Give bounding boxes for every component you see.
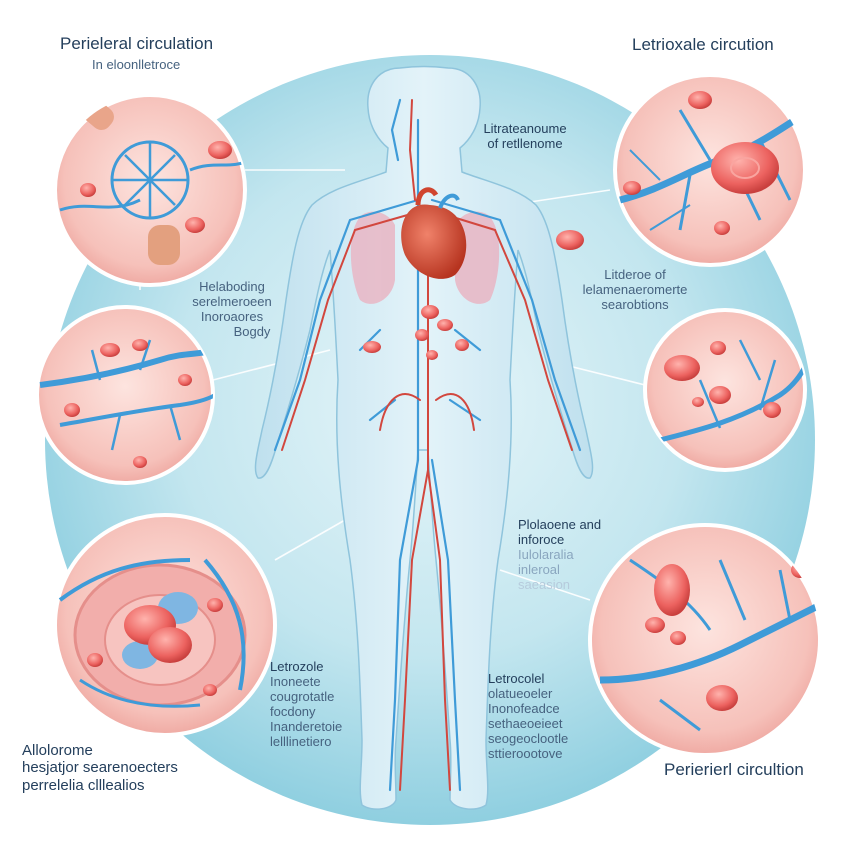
center-left-line-3: cougrotatle (270, 688, 335, 704)
detail-top-right (613, 73, 807, 267)
body-blood-cells (363, 305, 469, 360)
low-right-line-3: Iulolaralia (518, 546, 574, 562)
center-left-line-2: Inoneete (270, 673, 321, 689)
label-center-right: Letrocolel olatueoeler Inonofeadce setha… (488, 671, 569, 762)
center-right-line-1: Letrocolel (488, 671, 545, 686)
center-left-line-1: Letrozole (270, 659, 324, 674)
detail-mid-right (643, 308, 807, 472)
detail-top-left (53, 93, 247, 287)
center-left-line-4: focdony (270, 703, 316, 719)
label-top-left-title: Perieleral circulation (60, 34, 214, 53)
center-right-line-6: sttieroootove (488, 745, 563, 761)
floating-blood-cell (556, 230, 584, 250)
label-bottom-left: Allolorome hesjatjor searenoecters perre… (22, 742, 178, 794)
label-mid-right: Litderoe of lelamenaeromerte searobtions (560, 267, 710, 313)
veins (273, 98, 582, 792)
mid-right-line-2: lelamenaeromerte (582, 281, 688, 297)
bottom-left-line-1: Allolorome (22, 742, 93, 759)
center-left-line-5: Inanderetoie (270, 718, 343, 734)
heart-caption-line-1: Litrateanoume (483, 121, 567, 136)
lungs (350, 211, 500, 304)
mid-left-line-2: serelmeroeen (192, 293, 272, 309)
low-right-line-1: Plolaoene and (518, 517, 602, 532)
label-heart-caption: Litrateanoume of retllenome (460, 121, 590, 152)
center-right-line-5: seogeoclootle (488, 730, 569, 746)
arteries (281, 99, 573, 791)
label-top-left-sub: In eloonlletroce (92, 57, 181, 72)
mid-left-line-1: Helaboding (199, 279, 265, 294)
detail-bottom-left (53, 513, 277, 737)
label-mid-left: Helaboding serelmeroeen Inoroaores Bogdy (172, 279, 292, 340)
heart (401, 187, 467, 279)
low-right-line-2: inforoce (518, 531, 565, 547)
bottom-left-line-3: perrelelia clllealios (22, 776, 145, 794)
label-low-right: Plolaoene and inforoce Iulolaralia inler… (518, 517, 602, 593)
mid-left-line-4: Bogdy (233, 323, 271, 339)
low-right-line-5: saeasion (518, 576, 571, 592)
mid-right-line-1: Litderoe of (604, 267, 666, 282)
bottom-left-line-2: hesjatjor searenoecters (22, 759, 178, 777)
label-center-left: Letrozole Inoneete cougrotatle focdony I… (270, 659, 343, 750)
center-right-line-2: olatueoeler (488, 685, 553, 701)
heart-caption-line-2: of retllenome (487, 135, 563, 151)
center-left-line-6: lelllinetiero (270, 733, 332, 749)
mid-left-line-3: Inoroaores (200, 308, 264, 324)
center-right-line-4: sethaeoeieet (488, 715, 563, 731)
detail-bottom-right (588, 523, 822, 757)
label-bottom-right-title: Perierierl circultion (664, 760, 804, 779)
center-right-line-3: Inonofeadce (488, 700, 560, 716)
label-top-right-title: Letrioxale circution (632, 35, 774, 54)
mid-right-line-3: searobtions (601, 296, 669, 312)
low-right-line-4: inleroal (518, 561, 560, 577)
detail-mid-left (35, 305, 215, 485)
